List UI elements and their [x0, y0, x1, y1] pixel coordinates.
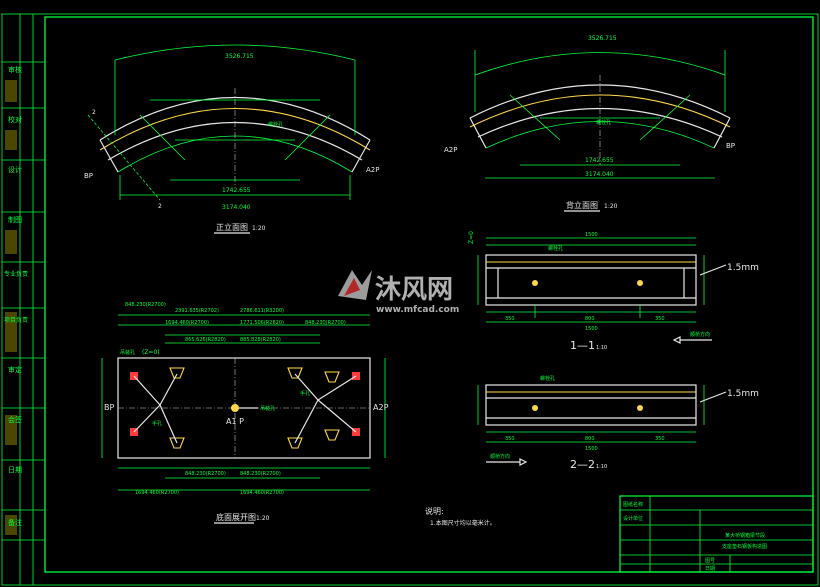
bottom-dim-d4: 865.626(R2820) [185, 337, 226, 343]
sidebar-label-9: 备注 [8, 518, 22, 527]
front-view-scale: 1:20 [252, 225, 266, 232]
sec1-title: 1—1 [570, 339, 595, 352]
notes-heading: 说明: [425, 506, 444, 516]
sec1-dim-len: 1500 [585, 232, 598, 238]
left-sidebar: 审核 校对 设计 制图 专业负责 项目负责 审定 会签 日期 备注 [2, 14, 45, 585]
sidebar-label-4: 专业负责 [4, 270, 28, 278]
back-view-title: 背立面图 [566, 200, 598, 210]
bottom-dim-d5: 885.828(R2820) [240, 337, 281, 343]
bottom-expanded-view: 848.230(R2700) 2391.635(R2702) 2786.611(… [101, 302, 389, 524]
sec2-dim-total: 1500 [585, 446, 598, 452]
sec1-dim-side-l: 350 [505, 316, 515, 322]
title-block: 图纸名称 设计单位 某大桥钢箱梁节段 支座垫石钢板构造图 图号 日期 [619, 495, 814, 573]
front-cut-mark: 2 [92, 109, 96, 116]
tb-drawing: 支座垫石钢板构造图 [722, 543, 767, 550]
sec2-dim-side-l: 350 [505, 436, 515, 442]
sidebar-label-7: 会签 [8, 415, 22, 424]
sec1-dim-mid: 800 [585, 316, 595, 322]
bottom-view-title: 底面展开图 [216, 512, 256, 522]
tb-row1: 图纸名称 [623, 501, 643, 508]
sec2-dim-side-r: 350 [655, 436, 665, 442]
sec2-flow-dir: 顺桥方向 [490, 453, 510, 460]
sec1-thickness: 1.5mm [727, 263, 759, 273]
bottom-label-bp: BP [104, 403, 114, 412]
bottom-dim-d3: 1771.506(R2820) [240, 320, 284, 326]
bottom-dim-d1d: 848.230(R2700) [240, 471, 281, 477]
section-2-2-view: 350 800 350 1500 螺栓孔 1.5mm 顺桥方向 2—2 1:10 [477, 375, 759, 471]
bottom-dim-d1c: 848.230(R2700) [185, 471, 226, 477]
front-label-a2p: A2P [366, 166, 379, 174]
notes-line-1: 1.本图尺寸均以毫米计。 [430, 519, 496, 527]
bottom-dim-d2: 1694.460(R2700) [165, 320, 209, 326]
sidebar-label-5: 项目负责 [4, 316, 28, 324]
sec2-thickness: 1.5mm [727, 389, 759, 399]
sec2-dim-mid: 800 [585, 436, 595, 442]
back-bolt-label: 螺栓孔 [596, 119, 611, 126]
sidebar-label-3: 制图 [8, 215, 22, 224]
sidebar-label-6: 审定 [8, 365, 22, 374]
sec1-dim-side-r: 350 [655, 316, 665, 322]
back-label-a2p: A2P [444, 146, 457, 154]
front-elevation-view: 3526.715 1742.655 3174.040 BP A2P 2 2 螺栓… [84, 44, 379, 234]
bottom-label-a1p: A1 P [226, 417, 244, 426]
front-bolt-label: 螺栓孔 [268, 121, 283, 128]
bottom-bolt2: 吊装孔 [120, 349, 135, 356]
back-view-scale: 1:20 [604, 203, 618, 210]
back-dim-chord: 1742.655 [585, 157, 614, 164]
front-label-bp: BP [84, 172, 93, 180]
sec1-bolt: 螺栓孔 [548, 245, 563, 252]
bottom-dim-d1b: 848.230(R2700) [305, 320, 346, 326]
front-dim-bottom: 3174.040 [222, 204, 251, 211]
back-dim-bottom: 3174.040 [585, 171, 614, 178]
sidebar-label-2: 设计 [8, 165, 22, 174]
sec1-flow-dir: 顺桥方向 [690, 331, 710, 338]
bottom-dim-total1: 2391.635(R2702) [175, 308, 219, 314]
tb-date: 日期 [705, 566, 715, 572]
bottom-handle-r: 手孔 [300, 390, 310, 397]
sec1-z0: Z=0 [468, 231, 475, 244]
bottom-handle-l: 手孔 [152, 420, 162, 427]
bottom-dim-total2: 2786.611(R3200) [240, 308, 284, 314]
tb-project: 某大桥钢箱梁节段 [725, 532, 765, 539]
sidebar-label-1: 校对 [8, 115, 22, 124]
outer-frame [1, 13, 819, 586]
back-dim-top: 3526.715 [588, 35, 617, 42]
front-cut-mark-2: 2 [158, 203, 162, 210]
watermark: 沐风网 www.mfcad.com [338, 270, 459, 315]
front-dim-top: 3526.715 [225, 53, 254, 60]
sidebar-label-8: 日期 [8, 466, 22, 474]
bottom-view-scale: 1:20 [256, 515, 270, 522]
tb-row2: 设计单位 [623, 515, 643, 522]
back-elevation-view: 3526.715 1742.655 3174.040 A2P BP 螺栓孔 背立… [444, 35, 735, 212]
bottom-bolt: 吊装孔 [260, 405, 275, 412]
sec2-bolt: 螺栓孔 [540, 375, 555, 382]
back-label-bp: BP [726, 142, 735, 150]
sec2-scale: 1:10 [596, 464, 607, 470]
bottom-dim-d2b: 1694.460(R2700) [135, 490, 179, 496]
front-view-title: 正立面图 [216, 222, 248, 232]
bottom-dim-d2c: 1694.460(R2700) [240, 490, 284, 496]
inner-frame [44, 16, 814, 573]
bottom-dim-d1: 848.230(R2700) [125, 302, 166, 308]
notes-block: 说明: 1.本图尺寸均以毫米计。 [425, 506, 496, 527]
bottom-z0: (Z=0) [142, 349, 160, 356]
sec2-title: 2—2 [570, 458, 595, 471]
sidebar-label-0: 审核 [8, 65, 22, 74]
bottom-label-a2p: A2P [373, 403, 389, 412]
section-1-1-view: 1500 800 350 350 1500 螺栓孔 Z=0 1.5mm 顺桥方向… [468, 231, 759, 352]
watermark-cn: 沐风网 [375, 275, 453, 305]
sec1-scale: 1:10 [596, 345, 607, 351]
tb-sheet: 图号 [705, 558, 715, 564]
watermark-url: www.mfcad.com [376, 305, 459, 315]
front-dim-chord: 1742.655 [222, 187, 251, 194]
sec1-dim-total: 1500 [585, 326, 598, 332]
